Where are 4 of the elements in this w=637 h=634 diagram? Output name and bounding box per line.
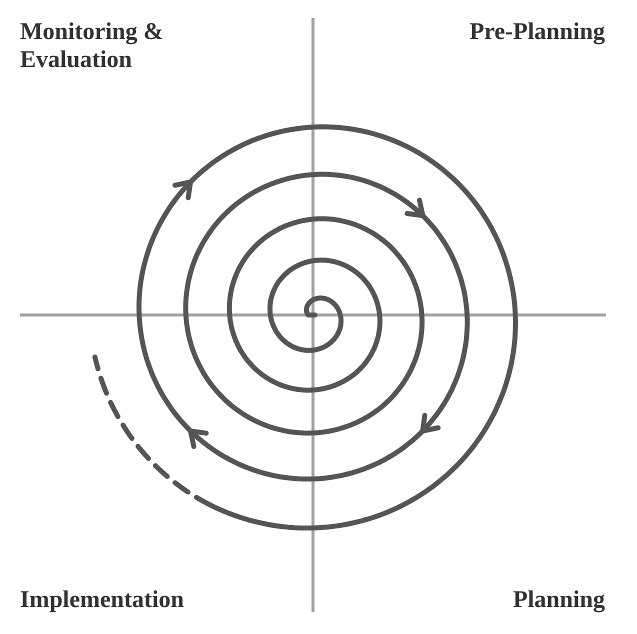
quadrant-label: Monitoring & Evaluation	[20, 18, 164, 74]
quadrant-label: Pre-Planning	[469, 18, 605, 46]
quadrant-label: Implementation	[20, 586, 184, 614]
quadrant-label: Planning	[512, 586, 605, 614]
